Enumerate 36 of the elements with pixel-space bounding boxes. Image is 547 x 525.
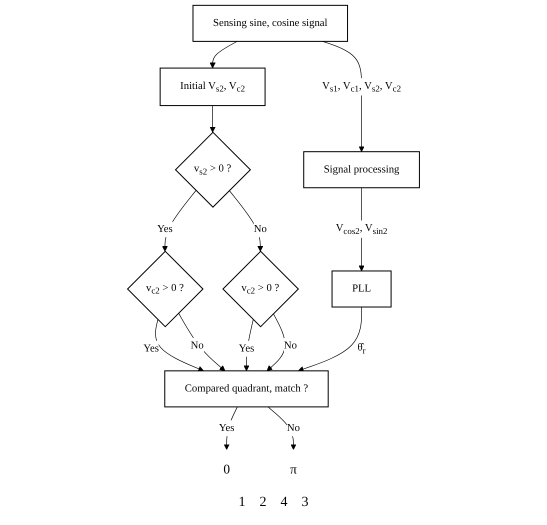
arrow (298, 306, 362, 372)
arrow (268, 406, 296, 450)
arrow (244, 319, 254, 372)
edge-label: θ̂$_{r}$ (358, 342, 366, 356)
edge-label: Yes (143, 342, 159, 354)
node-diamond: v$_{c2}$ > 0 ? (222, 250, 300, 328)
node-box: Initial V$_{s2}$, V$_{c2}$ (160, 68, 266, 106)
edge-label: Yes (238, 342, 254, 354)
edge-label: No (190, 340, 204, 352)
edge-label: V$_{cos2}$, V$_{sin2}$ (336, 222, 388, 236)
arrow (178, 312, 226, 372)
path-number: 3 (302, 495, 308, 511)
node-diamond: v$_{c2}$ > 0 ? (126, 250, 204, 328)
arrow (210, 105, 216, 133)
edge-label: No (286, 422, 300, 434)
arrow (266, 313, 286, 372)
arrow (224, 406, 238, 450)
path-number: 2 (260, 495, 266, 511)
node-box: Compared quadrant, match ? (164, 370, 329, 408)
arrow (162, 190, 196, 252)
node-box: PLL (332, 270, 392, 308)
node-text: π (290, 462, 297, 477)
node-box: Signal processing (303, 151, 420, 188)
arrow (228, 190, 264, 252)
node-diamond: v$_{s2}$ > 0 ? (174, 132, 252, 208)
arrow (210, 41, 238, 68)
edge-label: V$_{s1}$, V$_{c1}$, V$_{s2}$, V$_{c2}$ (322, 80, 402, 94)
path-number: 1 (238, 495, 246, 511)
path-number: 4 (280, 495, 288, 511)
edge-label: Yes (157, 223, 173, 235)
node-box: Sensing sine, cosine signal (192, 4, 348, 42)
edge-label: No (284, 340, 297, 352)
edge-label: Yes (218, 422, 234, 434)
arrow (155, 319, 204, 372)
node-text: 0 (223, 462, 230, 477)
edge-label: No (254, 223, 267, 235)
